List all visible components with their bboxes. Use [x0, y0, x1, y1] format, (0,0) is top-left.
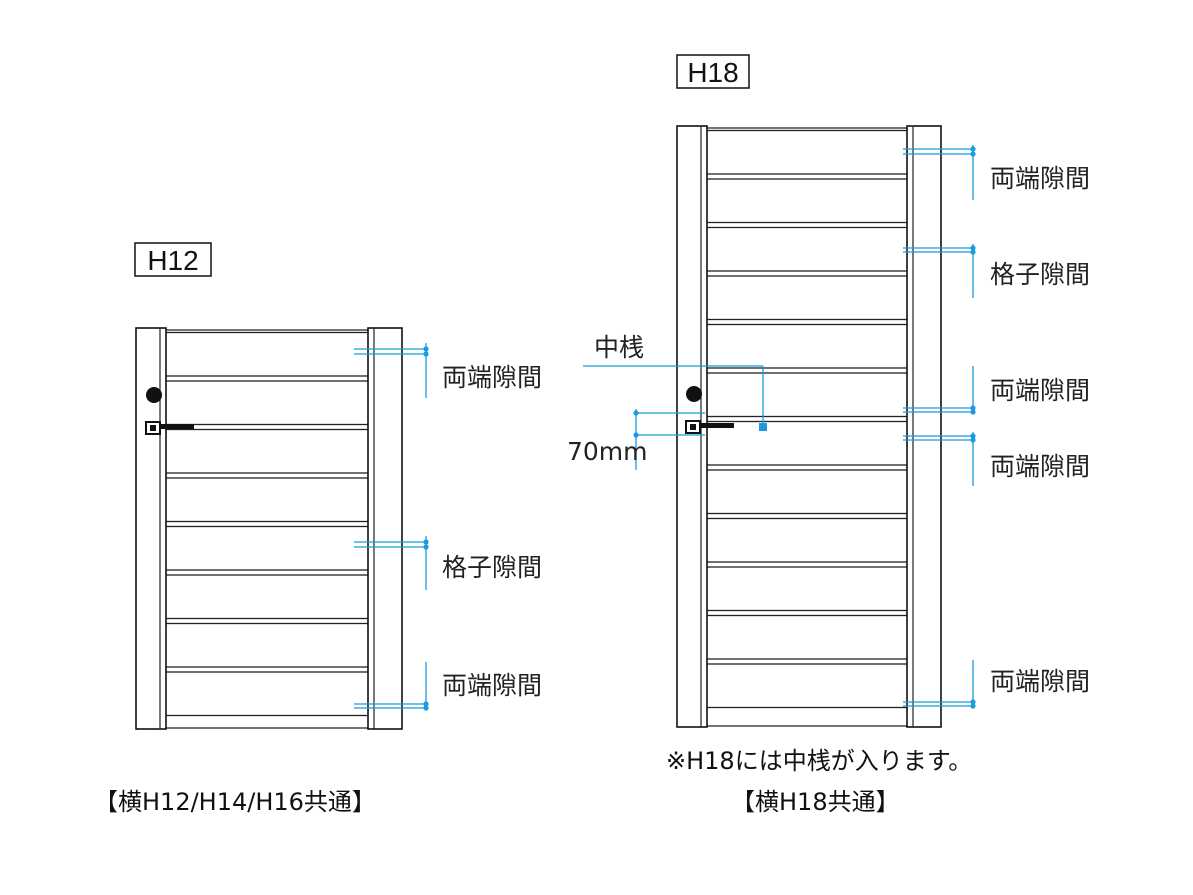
gate-large-slat: [704, 663, 912, 709]
gate-small-slat: [163, 380, 373, 426]
gate-large-slat: [704, 517, 912, 563]
gate-large-lever-handle: [685, 420, 734, 434]
gate-large-slat: [704, 372, 912, 418]
gate-large-dimension-label: 70mm: [567, 437, 648, 466]
gate-large-slat: [704, 178, 912, 224]
gate-small-slats: [163, 329, 373, 729]
gate-large-slat: [704, 323, 912, 369]
gate-small-key-cylinder: [146, 387, 162, 403]
gate-small-right-post: [367, 327, 403, 730]
gate-large-slat: [704, 129, 912, 175]
gate-small-label-3: 両端隙間: [442, 671, 542, 700]
gate-large-label-2: 格子隙間: [990, 260, 1090, 289]
gate-large-slat: [704, 226, 912, 272]
gate-large-right-post: [906, 125, 942, 728]
gate-large-slat: [704, 420, 912, 466]
gate-large-mid-rail-label: 中桟: [594, 333, 644, 362]
gate-large-title-box: [676, 54, 750, 89]
gate-small-title: H12: [147, 245, 198, 276]
gate-large-slat: [704, 469, 912, 515]
gate-large-dim-1: [903, 145, 976, 200]
gate-small-label-2: 格子隙間: [442, 553, 542, 582]
gate-large-key-cylinder: [686, 386, 702, 402]
gate-large-dim-2: [903, 244, 976, 298]
gate-large-slat: [704, 275, 912, 321]
gate-large-dim-5: [903, 660, 976, 709]
gate-small: H12: [94, 242, 542, 816]
gate-small-slat: [163, 671, 373, 717]
gate-small-dim-3: [354, 662, 429, 711]
gate-large-note: ※H18には中桟が入ります。: [666, 747, 972, 775]
gate-small-title-box: [134, 242, 212, 277]
gate-small-label-1: 両端隙間: [442, 363, 542, 392]
gate-large-label-5: 両端隙間: [990, 667, 1090, 696]
gate-large-slats: [704, 127, 912, 727]
gate-large: H18 中桟 70mm: [567, 54, 1090, 816]
gate-small-caption: 【横H12/H14/H16共通】: [94, 788, 376, 816]
gate-small-slat: [163, 428, 373, 474]
gate-small-lever-handle: [145, 421, 194, 435]
gate-large-slat: [704, 614, 912, 660]
gate-large-title: H18: [687, 57, 738, 88]
gate-large-label-1: 両端隙間: [990, 164, 1090, 193]
gate-small-slat: [163, 622, 373, 668]
gate-large-caption: 【横H18共通】: [731, 788, 900, 816]
gate-small-slat: [163, 574, 373, 620]
gate-large-dim-4: [903, 432, 976, 486]
gate-small-slat: [163, 331, 373, 377]
gate-large-label-4: 両端隙間: [990, 452, 1090, 481]
gate-small-slat: [163, 477, 373, 523]
gate-small-dim-2: [354, 536, 429, 590]
gate-small-dim-1: [354, 343, 429, 398]
gate-large-70mm-dimension: [633, 409, 705, 470]
gate-large-dim-3: [903, 366, 976, 415]
gate-large-mid-rail-leader: [583, 365, 767, 431]
gate-small-slat: [163, 525, 373, 571]
gate-large-slat: [704, 566, 912, 612]
gate-large-label-3: 両端隙間: [990, 376, 1090, 405]
